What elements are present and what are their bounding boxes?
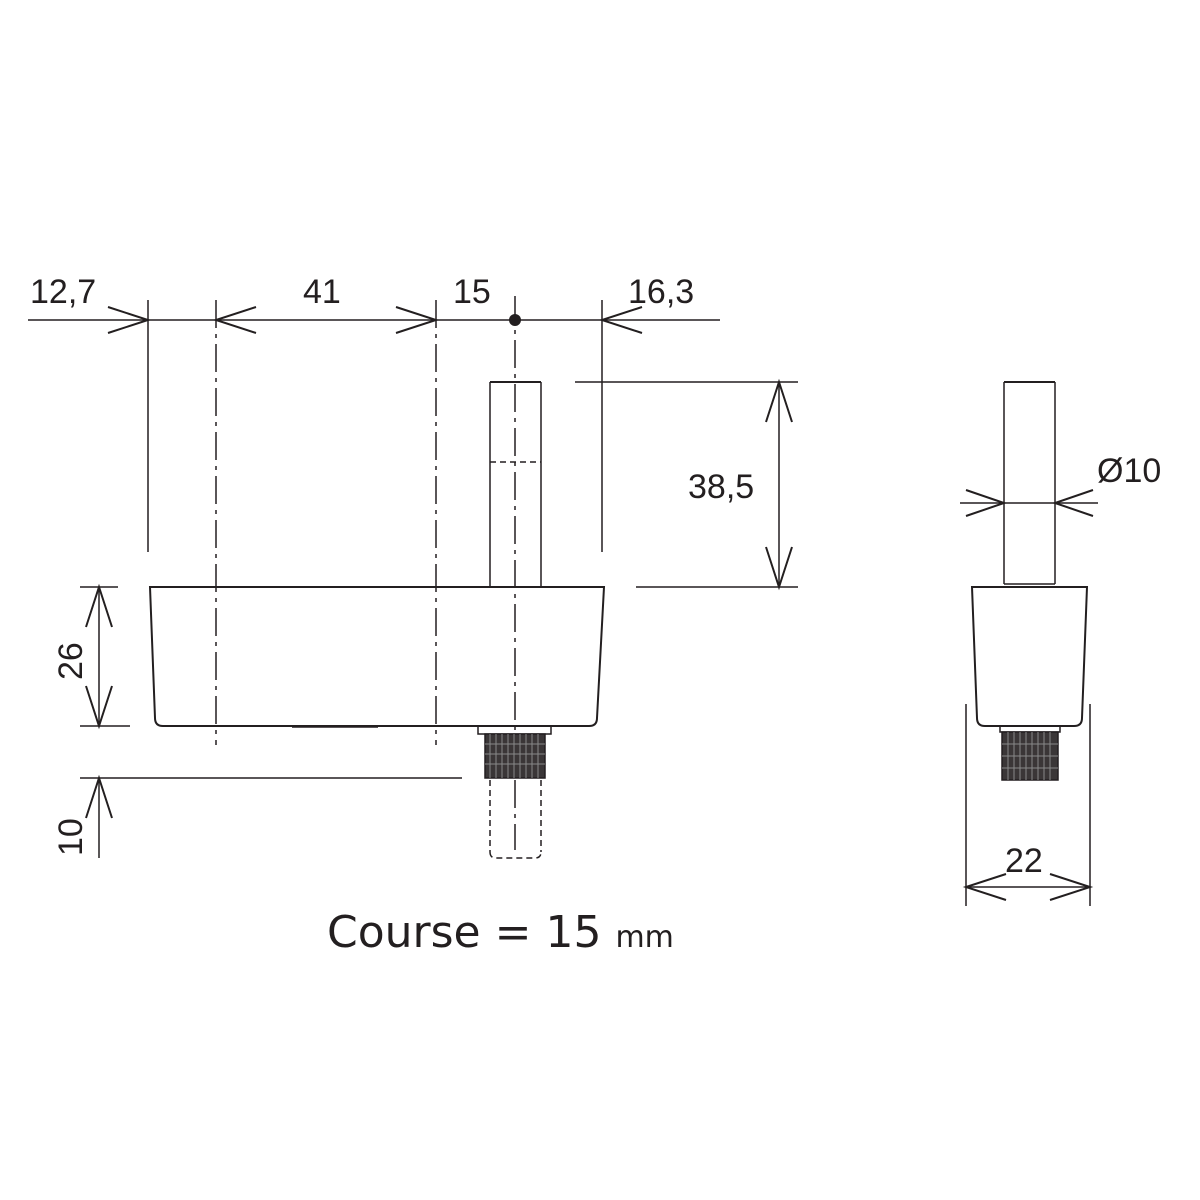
knurled-plunger bbox=[477, 725, 552, 859]
side-knurl-texture bbox=[1002, 732, 1058, 780]
front-view: 12,7 41 15 16,3 38,5 26 10 bbox=[28, 273, 798, 859]
course-caption: Course = 15 mm bbox=[327, 907, 674, 958]
dim-label-26: 26 bbox=[52, 642, 90, 680]
side-view: Ø10 22 bbox=[960, 381, 1161, 906]
dim-label-22: 22 bbox=[1005, 842, 1043, 880]
arrow-38-5-bottom bbox=[765, 546, 793, 591]
dim-label-16-3: 16,3 bbox=[628, 273, 694, 311]
dim-label-15: 15 bbox=[453, 273, 491, 311]
arrow-22-left bbox=[962, 873, 1007, 901]
course-caption-unit: mm bbox=[615, 920, 673, 955]
dim-label-38-5: 38,5 bbox=[688, 468, 754, 506]
dim-label-diameter: Ø10 bbox=[1097, 452, 1161, 490]
arrow-10-top bbox=[85, 774, 113, 819]
dim-label-41: 41 bbox=[303, 273, 341, 311]
side-body-outline bbox=[970, 586, 1089, 727]
arrow-38-5-top bbox=[765, 378, 793, 423]
arrow-26-bottom bbox=[85, 685, 113, 730]
arrow-26-top bbox=[85, 583, 113, 628]
arrow-22-right bbox=[1049, 873, 1094, 901]
course-caption-main: Course = 15 bbox=[327, 907, 601, 958]
body-outline bbox=[148, 586, 606, 727]
dim-label-10: 10 bbox=[52, 818, 90, 856]
arrow-diameter-right bbox=[1051, 489, 1094, 517]
dim-label-12-7: 12,7 bbox=[30, 273, 96, 311]
plunger-knurl bbox=[484, 733, 546, 779]
plunger-hidden-bottom bbox=[489, 851, 542, 859]
knurl-texture bbox=[485, 734, 545, 778]
arrow-diameter-left bbox=[965, 489, 1008, 517]
